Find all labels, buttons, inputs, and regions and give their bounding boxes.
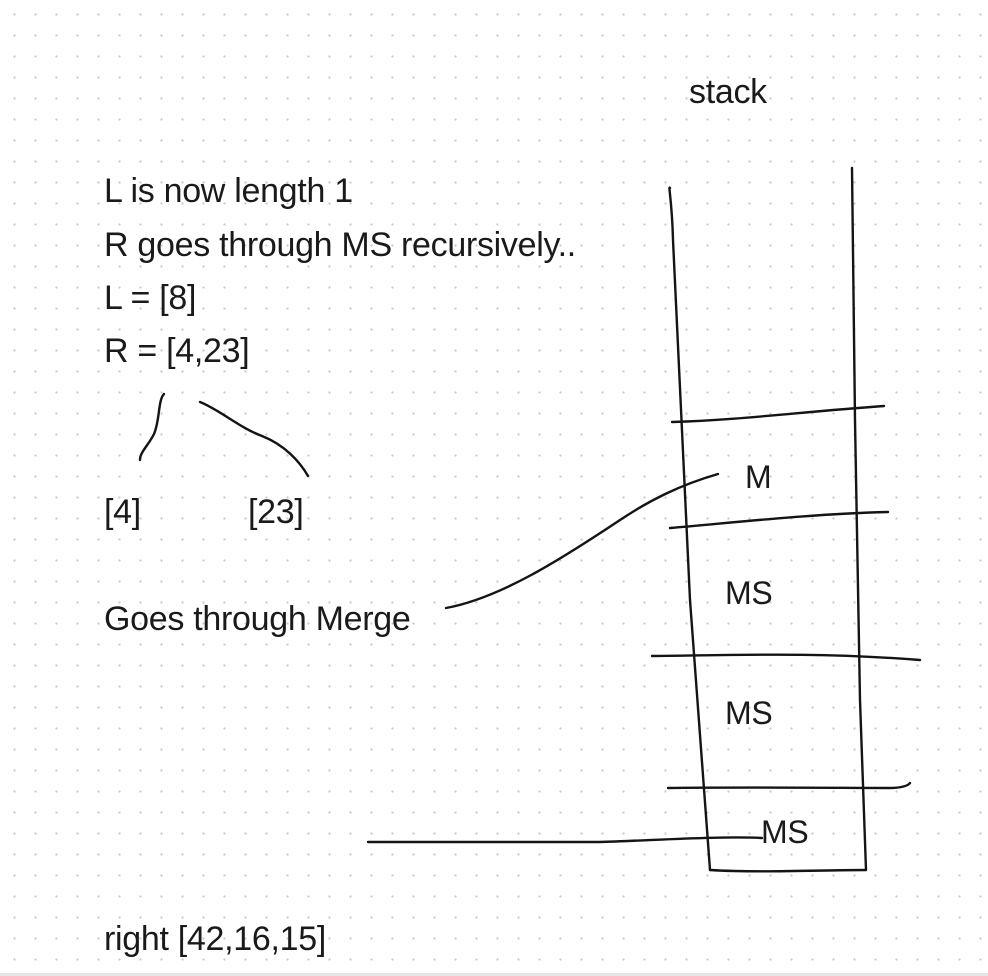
split-branch-right	[198, 400, 310, 478]
stack-frame-label: MS	[725, 695, 773, 731]
merge-note: Goes through Merge	[104, 600, 411, 638]
stack-bottom-wall	[708, 868, 868, 873]
merge-connector-line	[444, 472, 720, 610]
canvas-bottom-edge	[0, 973, 988, 976]
split-left-label: [4]	[104, 493, 141, 531]
stack-title: stack	[689, 73, 767, 111]
note-line-l-value: L = [8]	[104, 279, 197, 317]
stack-frame-label: MS	[725, 575, 773, 611]
stack-divider-3	[650, 653, 922, 662]
split-branch-left	[138, 392, 166, 462]
note-line-r-recursive: R goes through MS recursively..	[104, 226, 576, 264]
stack-left-wall	[668, 186, 712, 872]
stack-right-wall	[850, 166, 868, 872]
stack-divider-2	[668, 510, 890, 530]
current-frame-pointer-line	[366, 836, 764, 844]
stack-frame-label: M	[745, 459, 772, 495]
right-array-note: right [42,16,15]	[104, 920, 327, 958]
stack-divider-4	[666, 781, 912, 790]
stack-frame-label: MS	[761, 814, 809, 850]
stack-divider-1	[670, 404, 886, 424]
split-right-label: [23]	[248, 493, 304, 531]
note-line-l-length: L is now length 1	[104, 172, 353, 210]
note-line-r-value: R = [4,23]	[104, 332, 250, 370]
